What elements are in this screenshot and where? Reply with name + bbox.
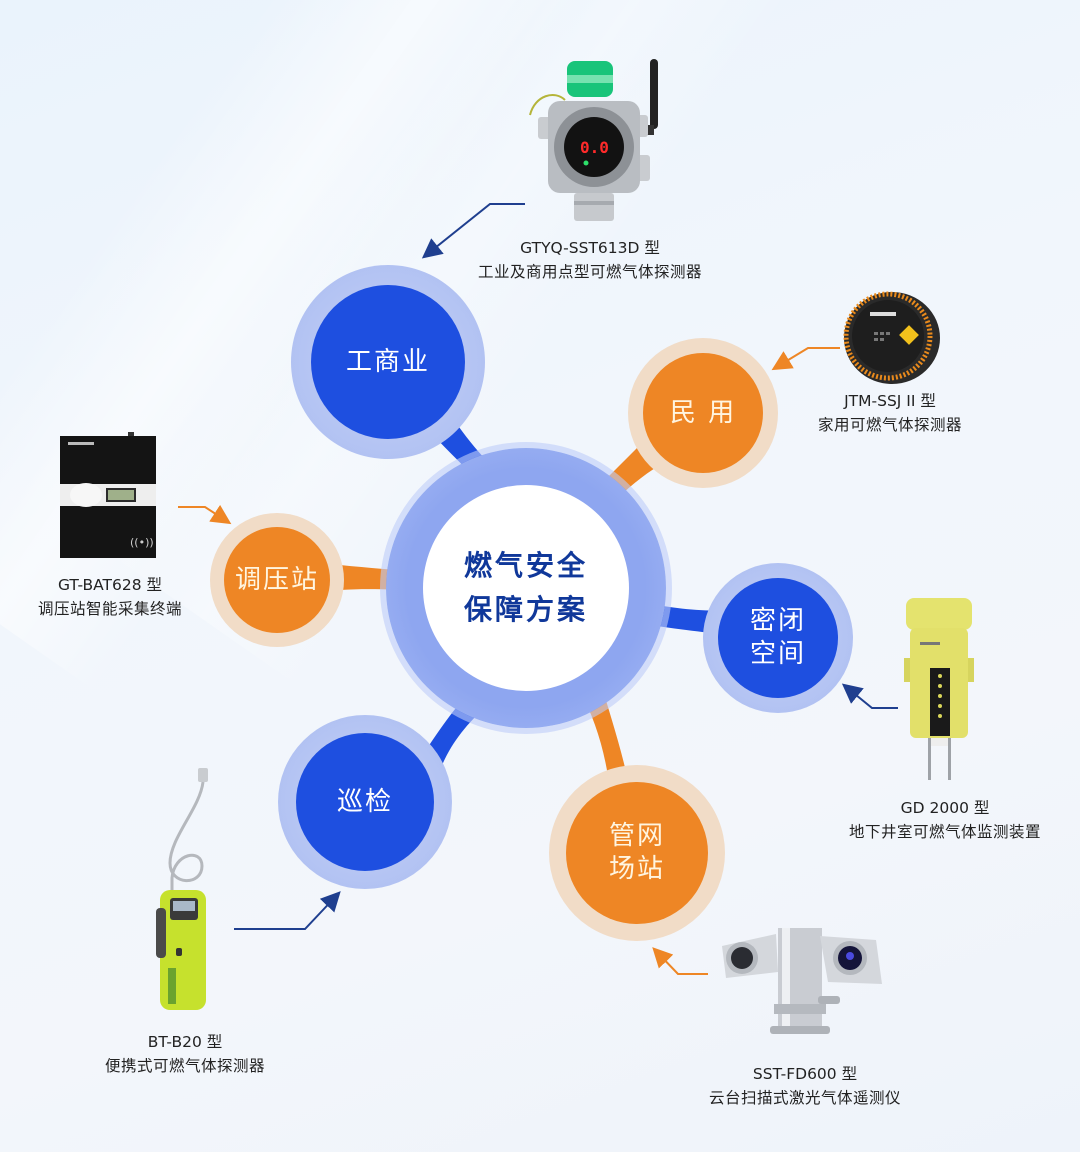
household-detector-icon xyxy=(843,291,940,384)
manhole-monitor-icon xyxy=(904,598,974,780)
product-confined-space: GD 2000 型 地下井室可燃气体监测装置 xyxy=(830,796,1060,844)
product-pipeline-station: SST-FD600 型 云台扫描式激光气体遥测仪 xyxy=(680,1062,930,1110)
arrow-residential xyxy=(771,347,840,371)
node-label: 巡检 xyxy=(336,786,393,817)
arrow-regulator xyxy=(178,504,232,525)
node-pipeline-station[interactable]: 管网 场站 xyxy=(549,765,725,941)
arrow-patrol xyxy=(234,891,341,930)
product-desc: 地下井室可燃气体监测装置 xyxy=(848,823,1041,841)
product-desc: 云台扫描式激光气体遥测仪 xyxy=(708,1089,901,1107)
node-regulator-station[interactable]: 调压站 xyxy=(210,513,344,647)
product-model: GTYQ-SST613D 型 xyxy=(520,239,660,257)
node-label: 管网 场站 xyxy=(608,821,665,884)
svg-text:((•)): ((•)) xyxy=(130,536,154,549)
product-regulator-station: GT-BAT628 型 调压站智能采集终端 xyxy=(20,573,200,621)
node-residential[interactable]: 民 用 xyxy=(628,338,778,488)
arrow-pipeline xyxy=(652,947,708,975)
node-label: 民 用 xyxy=(669,397,737,428)
center-hub: 燃气安全 保障方案 xyxy=(423,485,629,691)
product-model: JTM-SSJ II 型 xyxy=(844,392,936,410)
data-terminal-icon: ((•)) xyxy=(60,432,156,558)
arrow-confined xyxy=(841,683,898,709)
fixed-gas-detector-icon: 0.0 xyxy=(529,59,658,221)
node-patrol[interactable]: 巡检 xyxy=(278,715,452,889)
node-commercial[interactable]: 工商业 xyxy=(291,265,485,459)
laser-ptz-camera-icon xyxy=(722,928,882,1034)
portable-detector-icon xyxy=(156,768,208,1010)
product-patrol: BT-B20 型 便携式可燃气体探测器 xyxy=(85,1030,285,1078)
product-commercial: GTYQ-SST613D 型 工业及商用点型可燃气体探测器 xyxy=(440,236,740,284)
node-confined-space[interactable]: 密闭 空间 xyxy=(703,563,853,713)
product-desc: 家用可燃气体探测器 xyxy=(817,416,962,434)
product-desc: 工业及商用点型可燃气体探测器 xyxy=(477,263,702,281)
arrow-commercial xyxy=(421,203,525,259)
svg-text:0.0: 0.0 xyxy=(580,138,609,157)
product-desc: 调压站智能采集终端 xyxy=(37,600,182,618)
product-model: BT-B20 型 xyxy=(147,1033,223,1051)
product-model: SST-FD600 型 xyxy=(752,1065,858,1083)
node-label: 工商业 xyxy=(345,346,430,377)
product-residential: JTM-SSJ II 型 家用可燃气体探测器 xyxy=(790,389,990,437)
center-title: 燃气安全 保障方案 xyxy=(463,549,588,626)
product-model: GT-BAT628 型 xyxy=(57,576,163,594)
node-label: 密闭 空间 xyxy=(749,606,806,669)
node-label: 调压站 xyxy=(234,564,319,595)
product-model: GD 2000 型 xyxy=(900,799,990,817)
product-desc: 便携式可燃气体探测器 xyxy=(104,1057,265,1075)
